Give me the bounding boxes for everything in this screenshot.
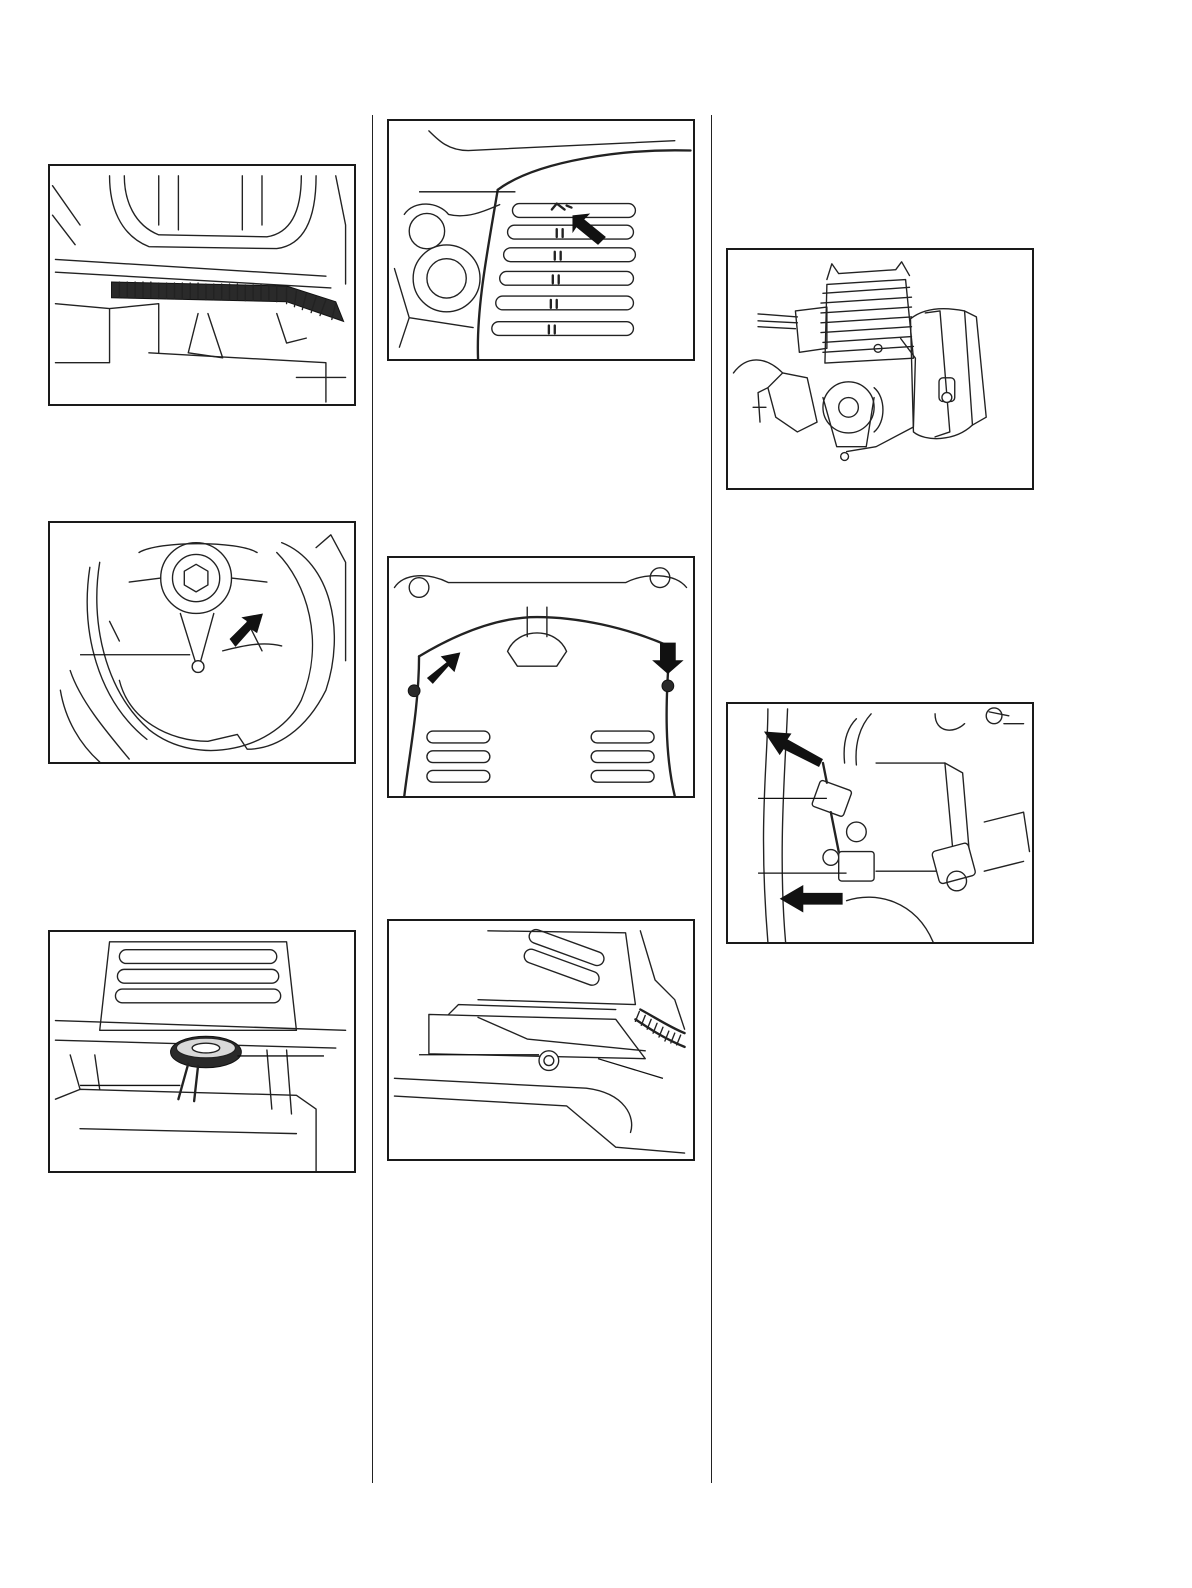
grommet xyxy=(171,1036,242,1101)
screw-right xyxy=(662,680,674,692)
shroud-screws-illustration xyxy=(389,558,693,796)
arrow-icon xyxy=(572,213,605,244)
arrow-icon xyxy=(764,732,823,767)
figure-shroud-screws xyxy=(387,556,695,798)
column-divider-right xyxy=(711,115,712,1483)
shroud-vents-illustration xyxy=(389,121,693,359)
figure-engine-assembly xyxy=(726,248,1034,490)
column-divider-left xyxy=(372,115,373,1483)
cylinder-fins xyxy=(821,262,913,363)
torx-screw xyxy=(539,1051,559,1071)
base-screw-illustration xyxy=(389,921,693,1159)
figure-grommet xyxy=(48,930,356,1173)
grommet-illustration xyxy=(50,932,354,1171)
air-filter xyxy=(910,309,986,439)
screw-left xyxy=(408,685,420,697)
wire-connector-1 xyxy=(811,763,852,817)
arrow-icon xyxy=(652,643,683,674)
figure-base-screw xyxy=(387,919,695,1161)
lower-vent-slots xyxy=(427,731,654,782)
figure-ignition-connectors xyxy=(726,702,1034,944)
figure-hose-routing xyxy=(48,164,356,406)
fan-housing-illustration xyxy=(50,523,354,762)
figure-shroud-vents xyxy=(387,119,695,361)
figure-fan-housing xyxy=(48,521,356,764)
vent-slots xyxy=(492,204,636,336)
engine-illustration xyxy=(728,250,1032,488)
hose-illustration xyxy=(50,166,354,404)
arrow-icon xyxy=(780,885,843,913)
callout-leader-6 xyxy=(598,1059,663,1079)
connectors-illustration xyxy=(728,704,1032,942)
arrow-icon xyxy=(427,652,460,683)
corrugated-hose xyxy=(112,282,344,321)
corrugated-hose xyxy=(635,1010,684,1047)
